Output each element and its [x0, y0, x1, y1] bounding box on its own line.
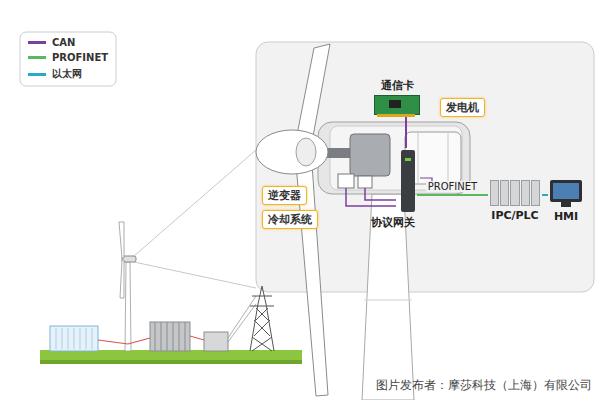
switchgear [204, 332, 228, 351]
legend-entry: CAN [28, 37, 75, 48]
zoom-line [134, 150, 256, 256]
small-blade [119, 222, 124, 258]
node-label: 发电机 [446, 100, 479, 115]
plc-module [500, 180, 509, 206]
gateway-graphic [401, 150, 415, 212]
plc-module [531, 180, 540, 206]
node-label: HMI [554, 210, 578, 223]
plc-module [490, 180, 499, 206]
connector [417, 194, 488, 196]
connector [542, 194, 548, 196]
callout-label: 逆变器 [262, 186, 307, 205]
node-label: 通信卡 [381, 78, 414, 93]
can-wire [365, 188, 396, 200]
legend-entry: 以太网 [28, 67, 82, 81]
monitor-screen [550, 180, 582, 202]
communication-card: 通信卡 [372, 76, 422, 117]
cooling-unit [358, 176, 372, 188]
card-pins [377, 114, 415, 117]
connector [405, 117, 407, 148]
legend-text: 以太网 [52, 67, 82, 81]
hmi-device: HMI [548, 178, 584, 225]
node-label: 逆变器 [268, 188, 301, 203]
protocol-gateway: 协议网关 [369, 148, 417, 232]
legend-swatch [28, 41, 46, 44]
legend-swatch [28, 73, 46, 76]
transformer [150, 322, 190, 351]
hub [256, 130, 328, 174]
container [50, 326, 98, 351]
node-label: 冷却系统 [268, 212, 312, 227]
node-label: IPC/PLC [491, 209, 538, 222]
plc-module [510, 180, 519, 206]
small-blade [120, 260, 124, 298]
inverter-unit [338, 174, 354, 188]
chip [389, 100, 401, 108]
monitor-stand [561, 202, 571, 207]
zoom-line [134, 262, 256, 288]
legend-frame [20, 32, 116, 86]
callout-label: 发电机 [440, 98, 485, 117]
gearbox [350, 134, 390, 176]
card-graphic [374, 95, 420, 115]
node-label: 协议网关 [371, 215, 415, 230]
plc-device: IPC/PLC [488, 178, 542, 224]
legend-text: CAN [52, 37, 75, 48]
plc-graphic [490, 180, 540, 206]
legend-swatch [28, 56, 46, 59]
callout-label: 冷却系统 [262, 210, 318, 229]
can-wire [346, 188, 396, 206]
legend-entry: PROFINET [28, 52, 108, 63]
status-led [405, 158, 411, 161]
small-tower [125, 262, 131, 351]
pylon [250, 286, 274, 351]
power-cable [98, 338, 150, 344]
edge-label: PROFINET [426, 181, 479, 192]
ground-edge [40, 360, 302, 364]
ground [40, 350, 302, 364]
caption: 图片发布者：摩莎科技（上海）有限公司 [376, 377, 592, 394]
legend-text: PROFINET [52, 52, 108, 63]
tower [362, 194, 414, 400]
plc-module [521, 180, 530, 206]
